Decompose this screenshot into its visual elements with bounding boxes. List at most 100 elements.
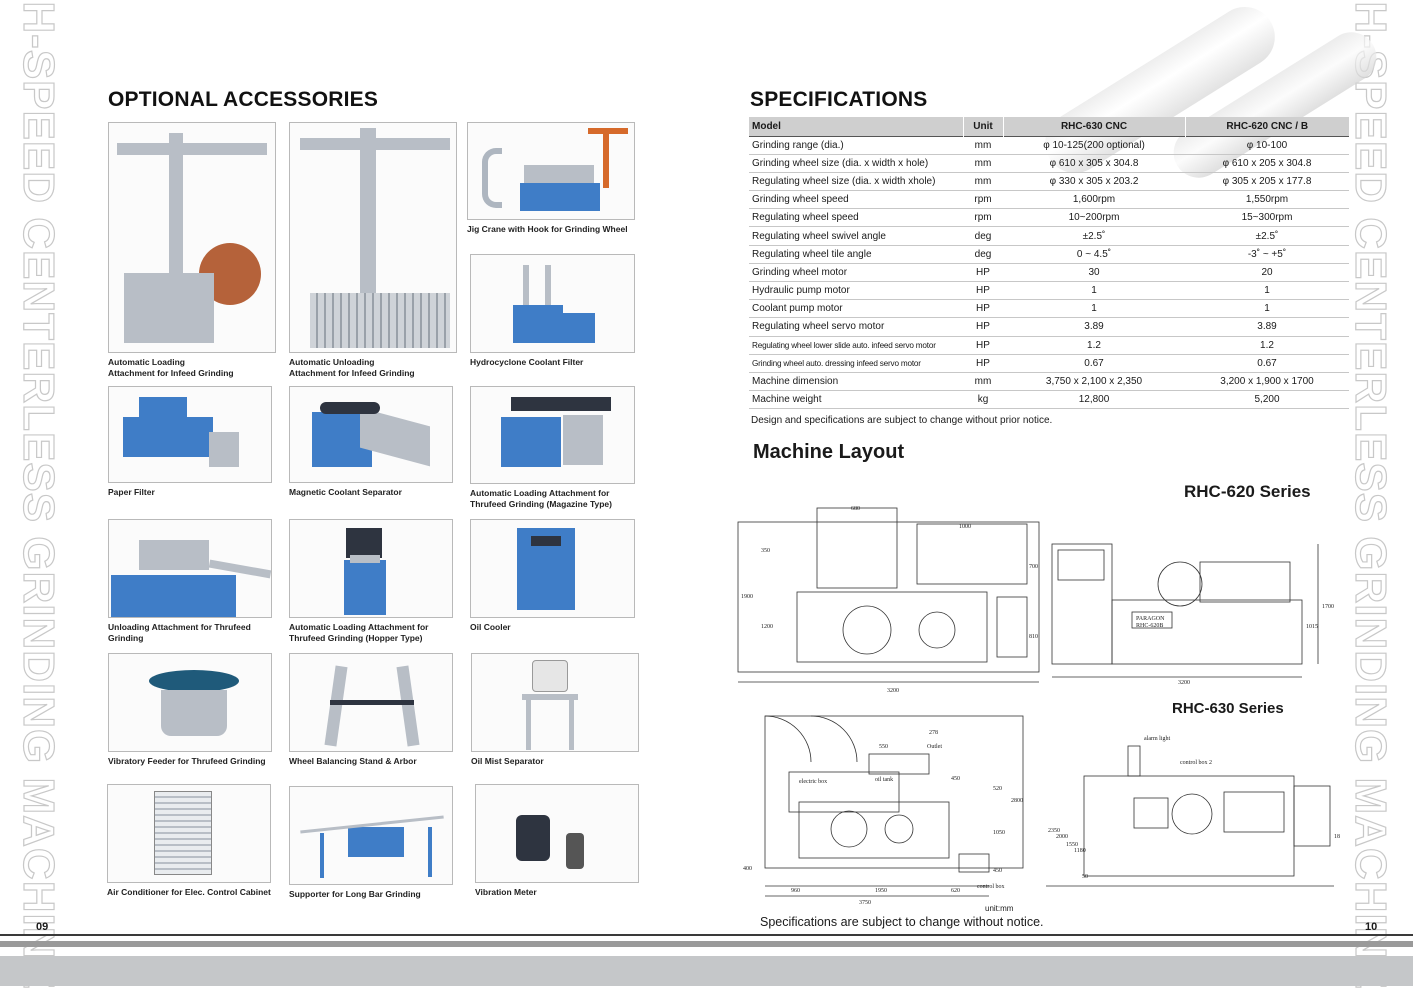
spec-note: Design and specifications are subject to… bbox=[751, 415, 1053, 426]
accessory-caption: Automatic Loading Attachment for Thrufee… bbox=[470, 488, 612, 509]
table-row: Grinding wheel auto. dressing infeed ser… bbox=[749, 354, 1349, 373]
accessory-caption: Vibratory Feeder for Thrufeed Grinding bbox=[108, 756, 266, 766]
accessory-card: Wheel Balancing Stand & Arbor bbox=[289, 653, 453, 767]
layout-drawing-620-top: 680 1000 350 700 1900 1200 810 3200 bbox=[737, 506, 1040, 694]
unit-note: unit:mm bbox=[985, 904, 1014, 913]
table-cell: Machine dimension bbox=[749, 372, 963, 392]
footer-note: Specifications are subject to change wit… bbox=[760, 915, 1044, 929]
table-cell: HP bbox=[963, 281, 1003, 301]
table-row: Regulating wheel size (dia. x width xhol… bbox=[749, 172, 1349, 192]
table-cell: 1,600rpm bbox=[1003, 190, 1185, 210]
dimension-label: oil tank bbox=[875, 777, 893, 783]
accessory-card: Vibratory Feeder for Thrufeed Grinding bbox=[108, 653, 272, 767]
table-cell: 5,200 bbox=[1185, 390, 1349, 410]
dimension-label: 1900 bbox=[741, 594, 753, 600]
dimension-label: 2350 bbox=[1048, 828, 1060, 834]
dimension-label: 1050 bbox=[993, 830, 1005, 836]
table-header: RHC-620 CNC / B bbox=[1184, 117, 1349, 136]
table-header-row: Model Unit RHC-630 CNC RHC-620 CNC / B bbox=[749, 117, 1349, 136]
dimension-label: 1000 bbox=[959, 524, 971, 530]
table-cell: φ 305 x 205 x 177.8 bbox=[1185, 172, 1349, 192]
accessory-caption: Wheel Balancing Stand & Arbor bbox=[289, 756, 417, 766]
layout-drawing-630-front: alarm light control box 2 2350 2000 1550… bbox=[1046, 736, 1340, 887]
accessory-card: Vibration Meter bbox=[475, 784, 639, 898]
dimension-label: 700 bbox=[1029, 564, 1038, 570]
table-cell: Grinding range (dia.) bbox=[749, 135, 963, 155]
dimension-label: 350 bbox=[761, 548, 770, 554]
accessory-caption: Automatic Unloading Attachment for Infee… bbox=[289, 357, 415, 378]
accessory-photo bbox=[108, 386, 272, 483]
footer-rule bbox=[0, 934, 1413, 936]
dimension-label: 3200 bbox=[887, 688, 899, 694]
page-number-left: 09 bbox=[36, 921, 49, 933]
table-header: RHC-630 CNC bbox=[1002, 117, 1185, 136]
accessory-photo bbox=[289, 786, 453, 885]
accessory-caption: Magnetic Coolant Separator bbox=[289, 487, 402, 497]
table-cell: ±2.5˚ bbox=[1185, 226, 1349, 246]
accessory-card: Hydrocyclone Coolant Filter bbox=[470, 254, 635, 368]
accessory-caption: Oil Cooler bbox=[470, 622, 511, 632]
accessory-caption: Vibration Meter bbox=[475, 887, 537, 897]
accessory-caption: Automatic Loading Attachment for Thrufee… bbox=[289, 622, 429, 643]
footer-band bbox=[0, 941, 1413, 947]
accessory-caption: Air Conditioner for Elec. Control Cabine… bbox=[107, 887, 271, 897]
dimension-label: 1550 bbox=[1066, 842, 1078, 848]
machine-layout-heading: Machine Layout bbox=[753, 441, 905, 463]
table-cell: HP bbox=[963, 336, 1003, 355]
dimension-label: control box 2 bbox=[1180, 760, 1212, 766]
accessory-caption: Oil Mist Separator bbox=[471, 756, 544, 766]
table-cell: 3,750 x 2,100 x 2,350 bbox=[1003, 372, 1185, 392]
accessories-heading: OPTIONAL ACCESSORIES bbox=[108, 88, 379, 111]
accessory-photo bbox=[470, 386, 635, 484]
table-cell: Coolant pump motor bbox=[749, 299, 963, 319]
accessory-caption: Paper Filter bbox=[108, 487, 155, 497]
dimension-label: 680 bbox=[851, 506, 860, 512]
table-row: Regulating wheel lower slide auto. infee… bbox=[749, 336, 1349, 355]
dimension-label: 3750 bbox=[859, 900, 871, 906]
accessory-photo bbox=[475, 784, 639, 883]
table-cell: Grinding wheel auto. dressing infeed ser… bbox=[749, 354, 963, 373]
table-cell: 0.67 bbox=[1185, 354, 1349, 373]
table-cell: φ 330 x 305 x 203.2 bbox=[1003, 172, 1185, 192]
dimension-label: 1015 bbox=[1306, 624, 1318, 630]
table-cell: HP bbox=[963, 354, 1003, 373]
table-cell: 30 bbox=[1003, 263, 1185, 283]
table-cell: 0 ~ 4.5˚ bbox=[1003, 245, 1185, 264]
accessory-photo bbox=[470, 519, 635, 618]
table-cell: Grinding wheel motor bbox=[749, 263, 963, 283]
table-cell: 1 bbox=[1003, 281, 1185, 301]
specifications-heading: SPECIFICATIONS bbox=[750, 88, 928, 111]
table-cell: kg bbox=[963, 390, 1003, 410]
accessory-photo bbox=[471, 653, 639, 752]
accessory-card: Automatic Loading Attachment for Thrufee… bbox=[470, 386, 635, 510]
accessory-card: Automatic Unloading Attachment for Infee… bbox=[289, 122, 457, 379]
accessory-caption: Automatic Loading Attachment for Infeed … bbox=[108, 357, 234, 378]
accessory-photo bbox=[470, 254, 635, 353]
accessory-card: Magnetic Coolant Separator bbox=[289, 386, 453, 498]
accessory-card: Paper Filter bbox=[108, 386, 272, 498]
dimension-label: 50 bbox=[1082, 874, 1088, 880]
accessory-photo bbox=[107, 784, 271, 883]
table-cell: HP bbox=[963, 263, 1003, 283]
accessory-caption: Supporter for Long Bar Grinding bbox=[289, 889, 421, 899]
accessory-photo bbox=[289, 519, 453, 618]
dimension-label: 1950 bbox=[875, 888, 887, 894]
page-number-right: 10 bbox=[1365, 921, 1378, 933]
table-cell: 10~200rpm bbox=[1003, 208, 1185, 228]
table-cell: 3.89 bbox=[1003, 317, 1185, 337]
accessory-photo bbox=[108, 653, 272, 752]
accessory-card: Supporter for Long Bar Grinding bbox=[289, 786, 453, 900]
accessory-photo bbox=[289, 122, 457, 353]
dimension-label: 1700 bbox=[1322, 604, 1334, 610]
side-title-right: HIGH-SPEED CENTERLESS GRINDING MACHINE bbox=[1345, 0, 1396, 990]
table-cell: Grinding wheel size (dia. x width x hole… bbox=[749, 154, 963, 173]
side-title-left: HIGH-SPEED CENTERLESS GRINDING MACHINE bbox=[13, 0, 64, 990]
table-cell: deg bbox=[963, 226, 1003, 246]
accessory-photo bbox=[289, 386, 453, 483]
dimension-label: alarm light bbox=[1144, 736, 1170, 742]
table-cell: HP bbox=[963, 299, 1003, 319]
accessory-photo bbox=[108, 519, 272, 618]
